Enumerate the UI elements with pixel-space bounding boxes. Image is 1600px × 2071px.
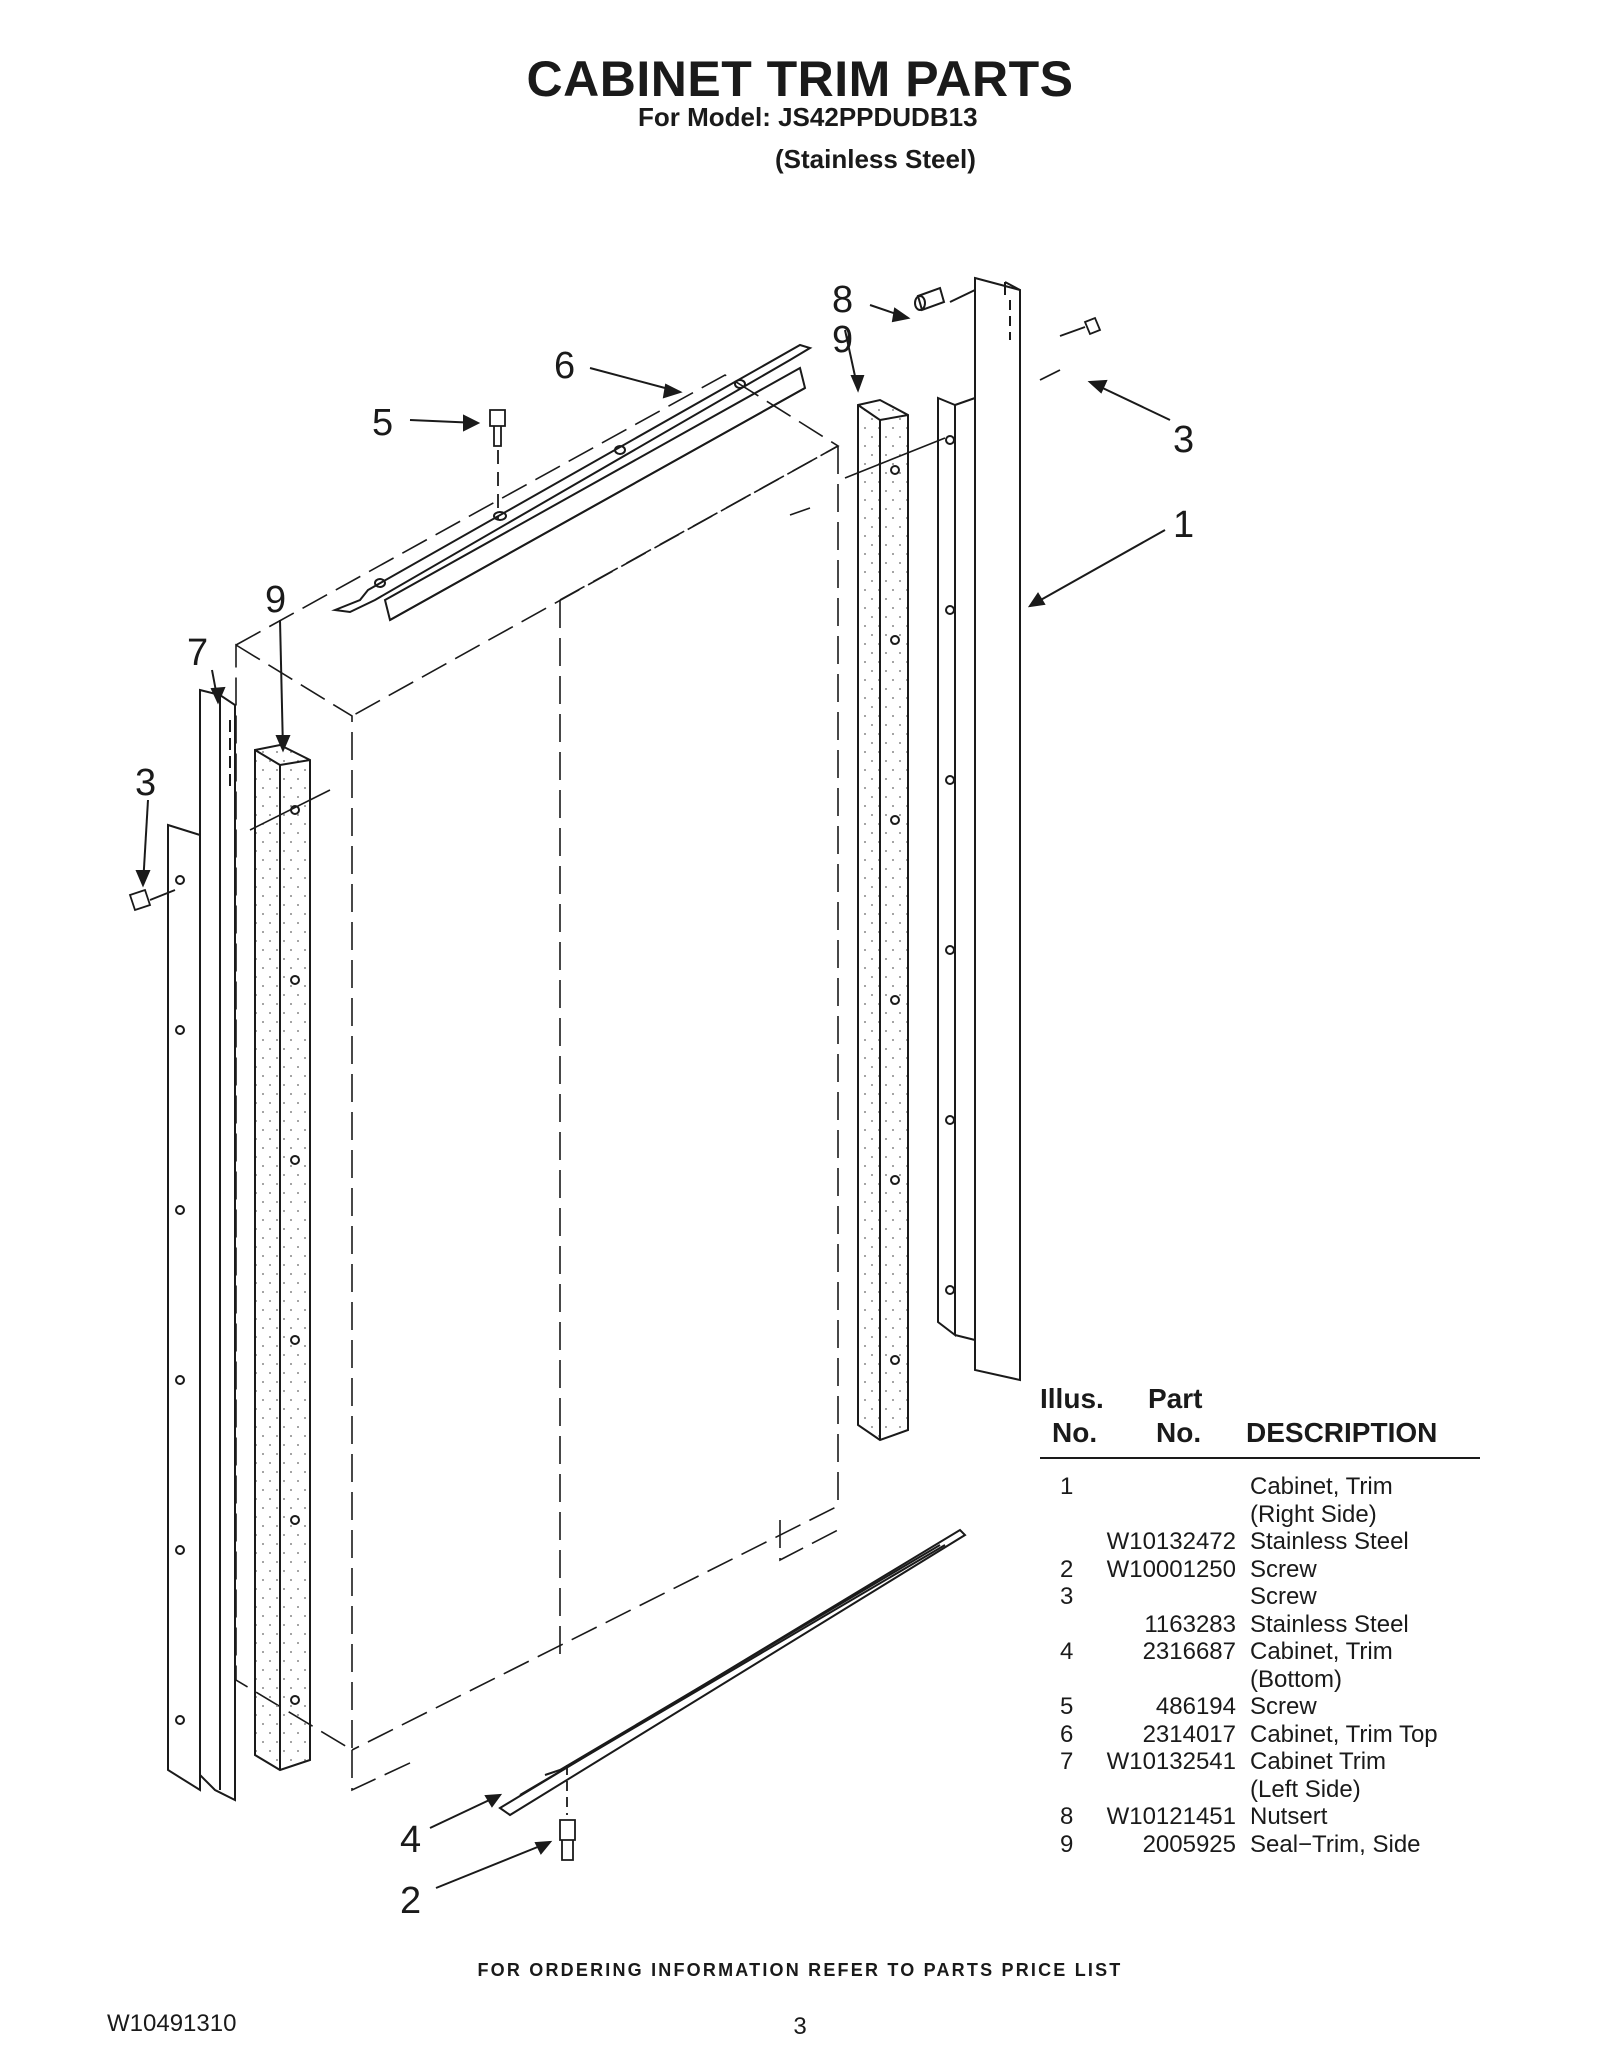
screw-3-left [128,888,176,912]
document-number: W10491310 [107,2010,237,2037]
top-trim-holes [374,379,746,588]
callout-9-right: 9 [832,319,853,361]
callout-6: 6 [554,345,575,387]
connector-lines [249,437,946,831]
page-number: 3 [793,2013,807,2040]
callout-labels: 8 9 6 5 3 1 9 7 3 4 2 [135,279,1194,1922]
table-row: (Left Side) [1250,1775,1361,1803]
right-trim-part [937,276,1021,1382]
callout-4: 4 [400,1819,421,1861]
callout-9-left: 9 [265,579,286,621]
header-description: DESCRIPTION [1246,1417,1438,1448]
header-part-no: No. [1156,1417,1202,1448]
screw-2 [559,1765,576,1861]
callout-7: 7 [187,632,208,674]
page-title: CABINET TRIM PARTS [526,51,1074,107]
screw-5 [489,409,506,520]
right-seal-part [857,398,909,1442]
ordering-note: FOR ORDERING INFORMATION REFER TO PARTS … [477,1960,1123,1980]
bottom-trim-part [498,1528,967,1817]
parts-table-header: Illus. No. Part No. DESCRIPTION [1040,1385,1480,1459]
screw-3-right [1039,316,1102,381]
cabinet-box [235,374,840,1792]
header-illus: Illus. [1040,1383,1104,1414]
callout-1: 1 [1173,504,1194,546]
left-trim-part [167,688,236,1802]
callout-8: 8 [832,279,853,321]
header-part: Part [1148,1383,1203,1414]
callout-3-right: 3 [1173,419,1194,461]
header-illus-no: No. [1052,1417,1098,1448]
top-trim-part [331,343,813,622]
callout-2: 2 [400,1880,421,1922]
table-row: (Right Side) [1250,1500,1377,1528]
model-label: For Model: JS42PPDUDB13 [638,102,978,132]
callout-5: 5 [372,402,393,444]
nutsert-8 [914,286,976,312]
table-row: (Bottom) [1250,1665,1343,1693]
left-seal-part [254,743,311,1772]
callout-3-left: 3 [135,762,156,804]
finish-label: (Stainless Steel) [775,144,976,174]
callout-leaders [135,304,1171,1889]
